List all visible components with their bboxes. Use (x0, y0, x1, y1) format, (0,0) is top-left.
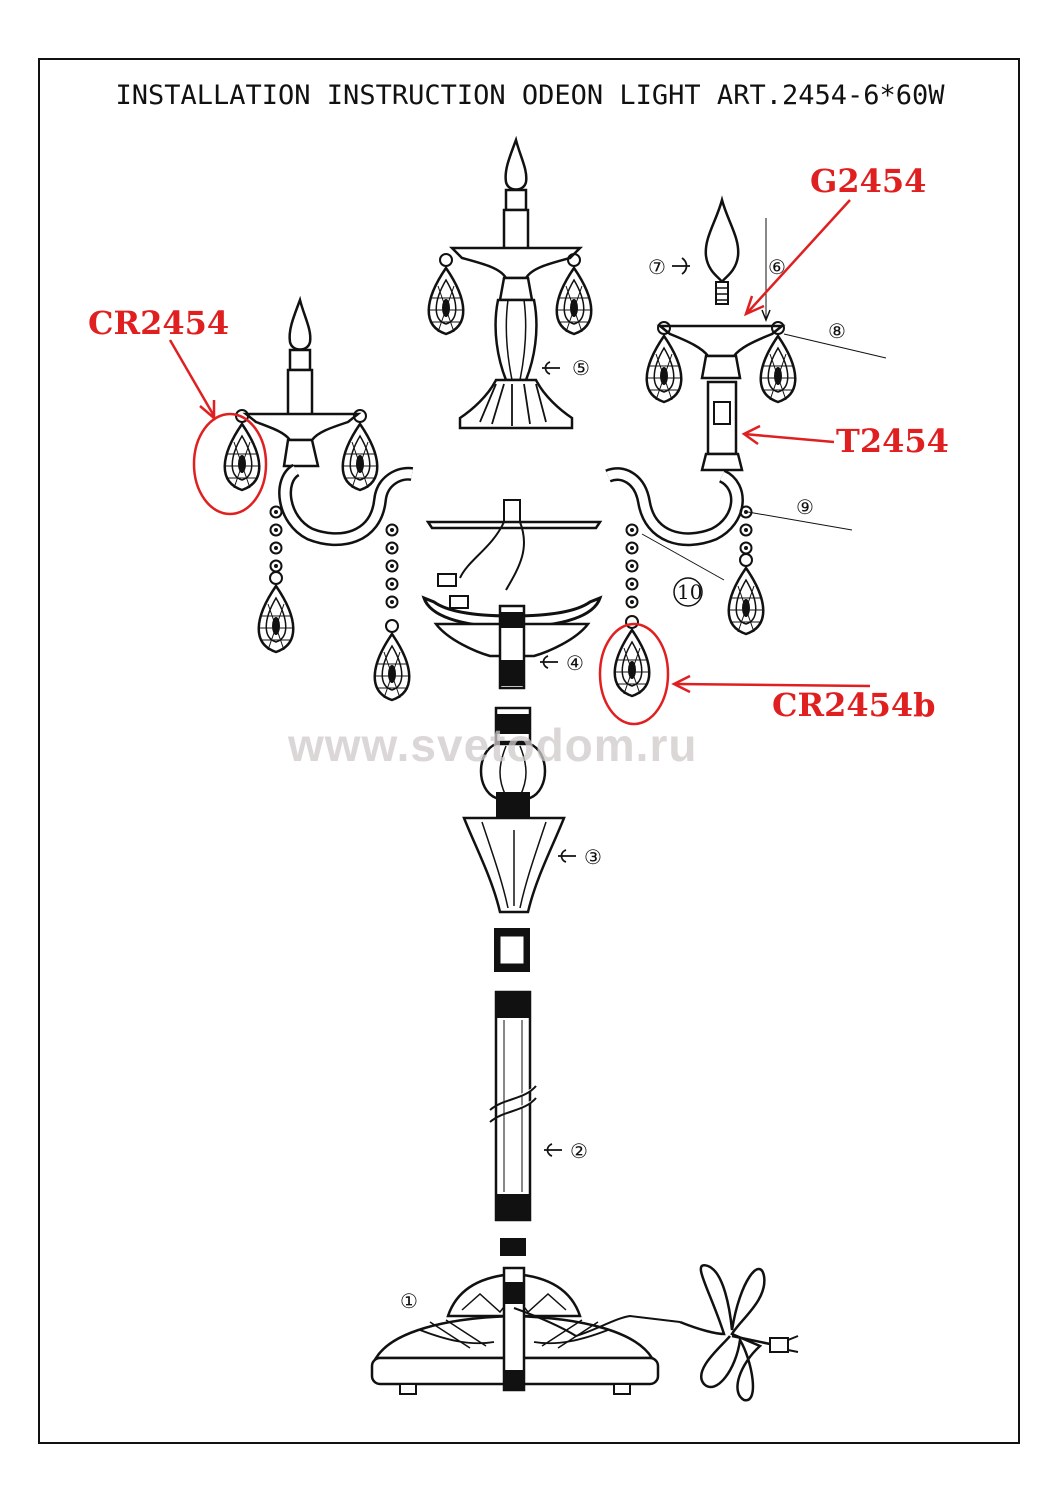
right-candle-arm (605, 195, 797, 547)
part-5-center-holder (427, 138, 593, 430)
callout-t2454: T2454 (836, 422, 949, 460)
part-2-tube (489, 990, 537, 1256)
part-number-arrows (540, 257, 690, 1157)
part-3-sleeve (462, 816, 566, 972)
power-cord (679, 1264, 799, 1402)
watermark: www.svetodom.ru (288, 719, 698, 771)
part-number-10-ring (673, 577, 703, 607)
part-number-10: 10 (677, 580, 702, 604)
red-callouts: G2454 CR2454 T2454 CR2454b (88, 162, 949, 726)
callout-cr2454: CR2454 (88, 304, 229, 342)
stem-knob (479, 706, 547, 818)
part-number-8: ⑧ (828, 319, 846, 343)
drawing-frame (38, 58, 1020, 1444)
part-number-9: ⑨ (796, 495, 814, 519)
left-candle-arm (223, 298, 414, 547)
part-number-4: ④ (566, 651, 584, 675)
part-4-cup (421, 499, 603, 690)
part-number-3: ③ (584, 845, 602, 869)
part-number-6: ⑥ (768, 255, 786, 279)
part-1-base (370, 1266, 681, 1395)
page-title: INSTALLATION INSTRUCTION ODEON LIGHT ART… (115, 80, 945, 111)
callout-cr2454b: CR2454b (772, 686, 936, 724)
part-number-1: ① (400, 1289, 418, 1313)
part-number-2: ② (570, 1139, 588, 1163)
part-number-7: ⑦ (648, 255, 666, 279)
callout-g2454: G2454 (810, 162, 926, 200)
part-number-5: ⑤ (572, 356, 590, 380)
leader-lines (641, 333, 887, 581)
